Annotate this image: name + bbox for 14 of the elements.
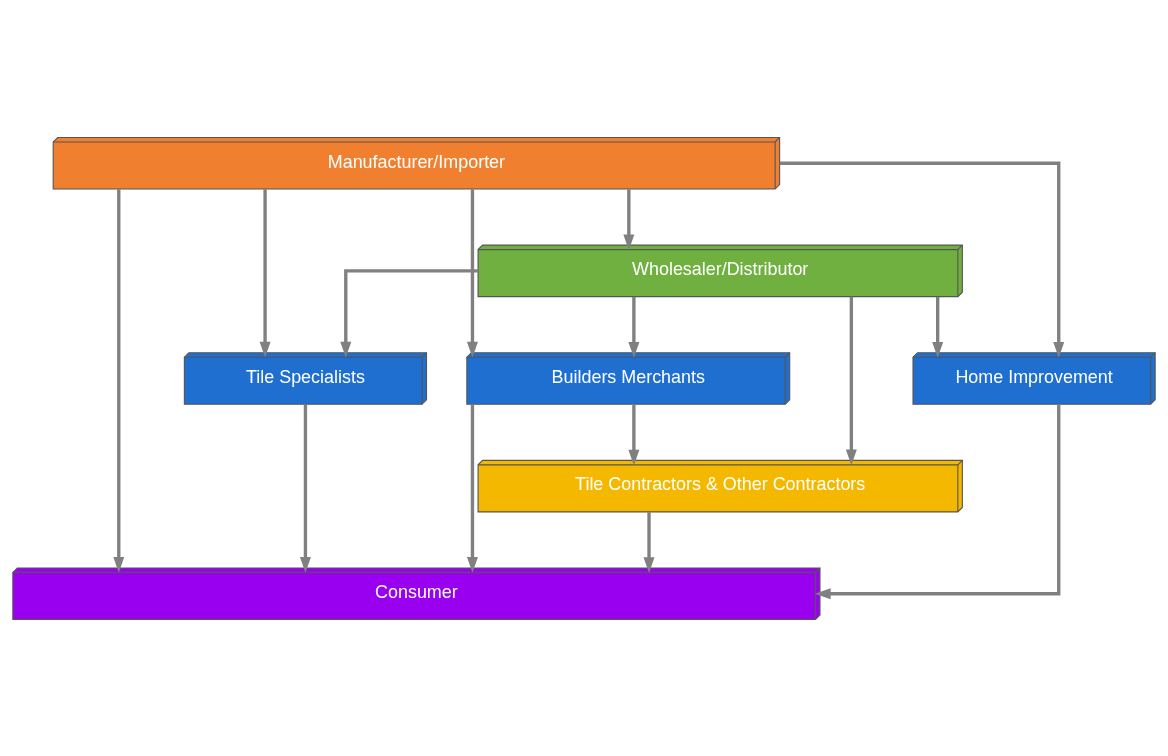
arrow bbox=[113, 188, 125, 573]
arrow bbox=[814, 403, 1061, 599]
arrow bbox=[466, 188, 478, 358]
arrow bbox=[299, 403, 311, 573]
arrow bbox=[259, 188, 271, 358]
arrow bbox=[643, 511, 655, 573]
arrow bbox=[779, 161, 1065, 358]
arrow bbox=[845, 296, 857, 465]
arrow bbox=[628, 404, 640, 465]
arrow bbox=[623, 188, 635, 250]
arrow bbox=[932, 296, 944, 358]
arrow bbox=[628, 296, 640, 358]
arrow bbox=[340, 268, 478, 358]
arrow bbox=[466, 403, 478, 573]
